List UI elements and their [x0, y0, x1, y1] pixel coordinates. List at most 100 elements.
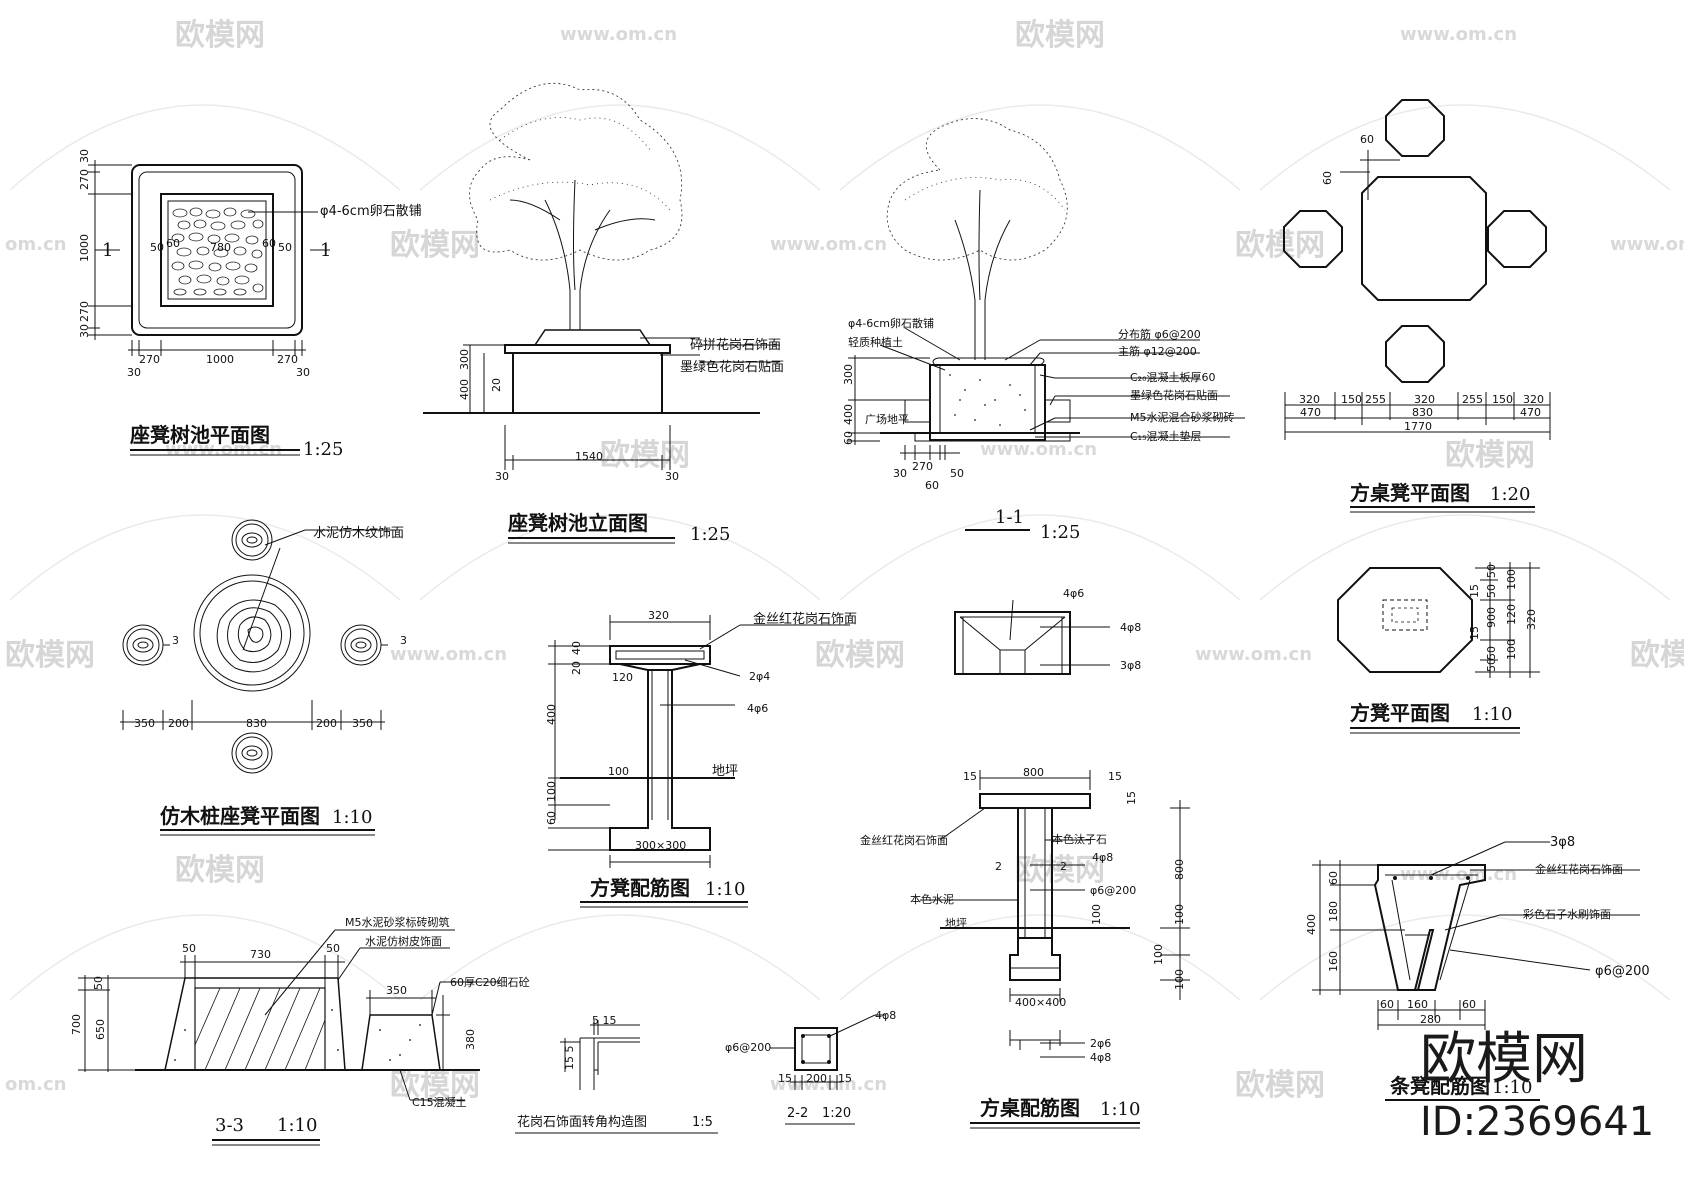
dim-label: 255 — [1462, 393, 1483, 406]
dim-label: 3φ8 — [1120, 659, 1141, 672]
scale-bench-rebar: 1:10 — [1492, 1077, 1532, 1098]
section-3-3: 50 730 50 350 50 700 650 380 M5水泥砂浆标砖砌筑 … — [70, 915, 530, 1146]
brand-logo-text: 欧模网 — [1420, 1027, 1588, 1092]
dim-label: 120 — [612, 671, 633, 684]
dim-label: 60 — [925, 479, 939, 492]
scale-tree-pool-elevation: 1:25 — [690, 524, 730, 545]
note-jinsi-2: 金丝红花岗石饰面 — [860, 833, 948, 847]
dim-label: 400 — [458, 379, 471, 400]
watermark-url: www.om.cn — [1610, 234, 1684, 255]
dim-label: 4φ8 — [1092, 851, 1113, 864]
scale-stump-stool-plan: 1:10 — [332, 807, 372, 828]
bench-rebar: 3φ8 400 60 180 160 60 160 60 280 φ6@200 … — [1305, 835, 1650, 1101]
dim-label: 4φ6 — [1063, 587, 1084, 600]
dim-label: 50 — [1485, 564, 1498, 578]
scale-stool-plan: 1:10 — [1472, 704, 1512, 725]
dim-label: 270 — [139, 353, 160, 366]
brand-logo: 欧模网 ID:2369641 — [1420, 1027, 1654, 1145]
dim-label: 100 — [608, 765, 629, 778]
scale-stool-rebar: 1:10 — [705, 879, 745, 900]
dim-label: 15 5 — [563, 1046, 576, 1071]
dim-label: 30 — [296, 366, 310, 379]
dim-label: 60 — [545, 811, 558, 825]
scale-section-2-2: 1:20 — [822, 1106, 851, 1121]
watermark-text: 欧模网 — [815, 638, 905, 673]
dim-label: 400 — [545, 704, 558, 725]
tree-pool-plan: 30 270 1000 270 30 270 1000 270 30 30 50… — [78, 149, 422, 460]
note-m5: M5水泥混合砂浆砌砖 — [1130, 410, 1235, 424]
stump-stool-plan: 3 3 350 200 830 200 350 水泥仿木纹饰面 仿木桩座凳平面图… — [120, 519, 407, 836]
dim-label: 2 — [1060, 860, 1067, 873]
stool-plan: 50 50 15 900 15 50 50 100 120 100 320 方凳… — [1337, 562, 1540, 734]
table-stool-plan: 60 60 320 150 255 320 255 150 320 470 83… — [1283, 99, 1551, 513]
watermark-text: 欧模网 — [175, 853, 265, 888]
watermark-text: 欧模网 — [1235, 1068, 1325, 1103]
tree-trunk — [509, 179, 656, 345]
dim-label: 4φ8 — [1090, 1051, 1111, 1064]
watermark-text: 欧模网 — [1015, 18, 1105, 53]
dim-label: 50 — [1485, 584, 1498, 598]
dim-label: 270 — [78, 301, 91, 322]
stool-rebar: 320 40 20 120 2φ4 4φ6 400 100 100 60 300… — [545, 609, 857, 908]
dim-label: 60 — [1380, 998, 1394, 1011]
section-mark: 1 — [102, 240, 113, 261]
title-bench-rebar: 条凳配筋图 — [1390, 1074, 1490, 1098]
dim-label: 30 — [78, 324, 91, 338]
note-light-soil: 轻质种植土 — [848, 335, 903, 349]
title-stool-rebar: 方凳配筋图 — [590, 876, 690, 900]
title-section-3-3: 3-3 — [215, 1115, 244, 1136]
dim-label: 100 — [1173, 904, 1186, 925]
note-natural-cement: 本色水泥 — [910, 892, 954, 906]
watermark-url: www.om.cn — [1195, 644, 1312, 665]
note-jinsi: 金丝红花岗石饰面 — [753, 611, 857, 627]
note-plaza: 广场地平 — [865, 412, 909, 426]
dim-label: 15 — [1108, 770, 1122, 783]
dim-label: 400×400 — [1015, 996, 1066, 1009]
title-stump-stool-plan: 仿木桩座凳平面图 — [160, 804, 320, 828]
dim-label: 350 — [352, 717, 373, 730]
dim-label: 40 — [570, 641, 583, 655]
granite-corner-detail: 5 15 15 5 花岗石饰面转角构造图 1:5 — [515, 1014, 718, 1134]
dim-label: 200 — [806, 1072, 827, 1085]
dim-label: 320 — [1299, 393, 1320, 406]
gravel-fill — [174, 1009, 421, 1061]
note-slab: C₂₀混凝土板厚60 — [1130, 370, 1216, 384]
watermark-url: om.cn — [5, 1074, 66, 1095]
watermark-text: 欧模网 — [175, 18, 265, 53]
dim-label: 30 — [78, 149, 91, 163]
dim-label: 15 — [778, 1072, 792, 1085]
dim-label: 470 — [1520, 406, 1541, 419]
dim-label: 400 — [842, 404, 855, 425]
dim-label: 60 — [1462, 998, 1476, 1011]
dim-label: 800 — [1173, 859, 1186, 880]
dim-label: 1000 — [78, 234, 91, 262]
note-dist-bar: 分布筋 φ6@200 — [1118, 327, 1201, 341]
watermark-arcs — [9, 104, 1671, 1001]
dim-label: 60 — [1327, 871, 1340, 885]
scale-tree-pool-plan: 1:25 — [303, 439, 343, 460]
dim-label: 100 — [1505, 569, 1518, 590]
dim-label: 160 — [1407, 998, 1428, 1011]
title-tree-pool-plan: 座凳树池平面图 — [130, 423, 270, 447]
note-main-bar: 主筋 φ12@200 — [1118, 344, 1197, 358]
dim-label: 200 — [316, 717, 337, 730]
dim-label: 320 — [1523, 393, 1544, 406]
dim-label: 1770 — [1404, 420, 1432, 433]
note-jinsi-3: 金丝红花岗石饰面 — [1535, 862, 1623, 876]
dim-label: 300 — [458, 349, 471, 370]
watermark-url: www.om.cn — [770, 234, 887, 255]
watermark-text: 欧模网 — [390, 228, 480, 263]
note-cushion: C₁₅混凝土垫层 — [1130, 429, 1202, 443]
dim-label: 60 — [842, 431, 855, 445]
dim-label: 350 — [134, 717, 155, 730]
model-id: ID:2369641 — [1420, 1099, 1654, 1145]
dim-label: 15 — [963, 770, 977, 783]
note-pebble-section: φ4-6cm卵石散铺 — [848, 316, 934, 330]
scale-table-stool-plan: 1:20 — [1490, 484, 1530, 505]
pebbles — [171, 207, 264, 296]
note-dark-green: 墨绿色花岗石贴面 — [680, 359, 784, 375]
dim-label: 15 — [1468, 626, 1481, 640]
dim-label: 50 — [278, 241, 292, 254]
dim-label: 830 — [246, 717, 267, 730]
